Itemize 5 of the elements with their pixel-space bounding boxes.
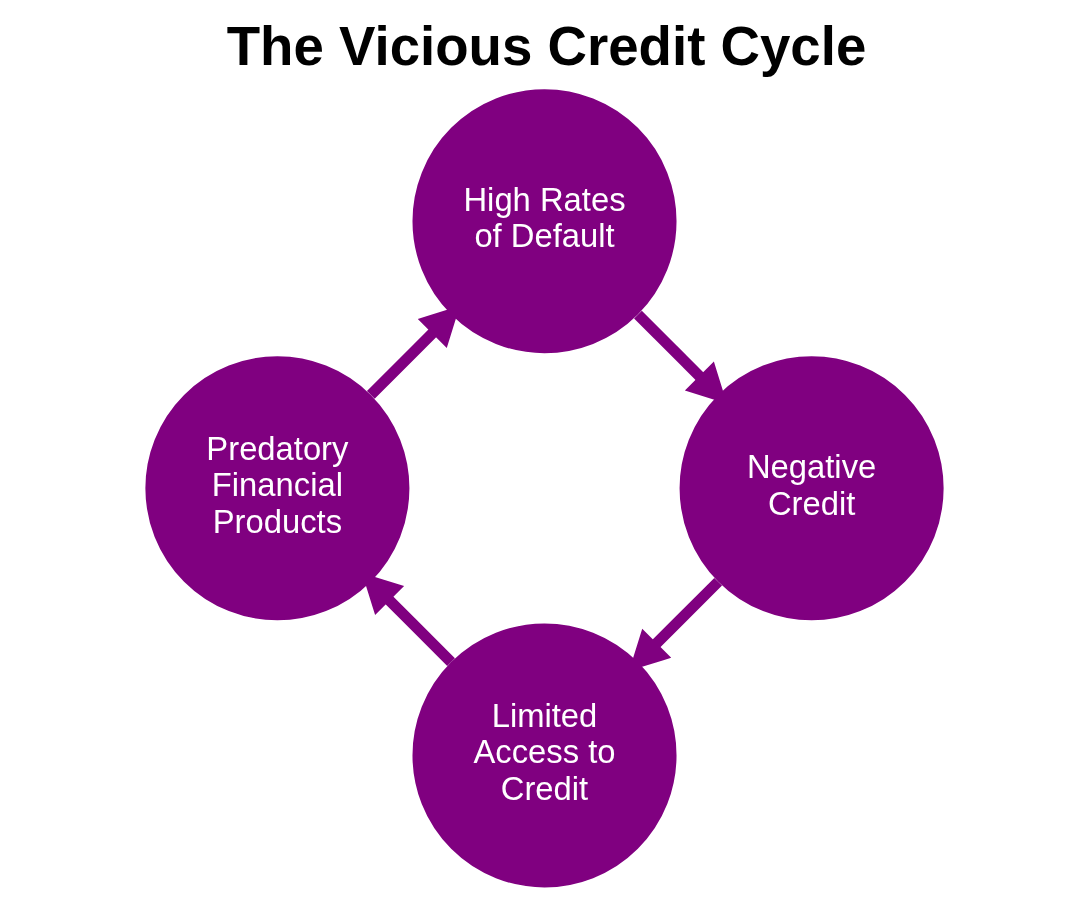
node-circle: Predatory Financial Products bbox=[145, 356, 410, 621]
diagram-title: The Vicious Credit Cycle bbox=[226, 15, 867, 77]
node-circle: Limited Access to Credit bbox=[412, 623, 677, 888]
node-circle: Negative Credit bbox=[679, 356, 944, 621]
node-circle: High Rates of Default bbox=[412, 89, 677, 354]
